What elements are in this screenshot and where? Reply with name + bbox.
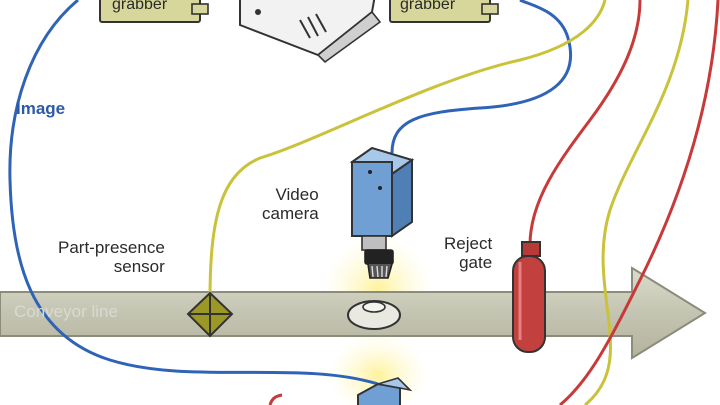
part-on-conveyor [347,300,401,330]
video-camera-label: Video camera [262,185,319,224]
part-top [362,301,386,313]
part-presence-sensor-label: Part-presence sensor [58,238,165,277]
blue-image-cable [8,0,379,386]
blue-camera-cable [390,0,573,154]
image-label: Image [16,99,66,118]
red-reject-cable [528,0,642,246]
reject-gate-label: Reject gate [444,234,493,273]
yellow-sensor-cable [208,0,607,301]
grabber-label-right: grabber [400,0,456,13]
red-cable-bottom [268,393,283,405]
grabber-label-left: grabber [112,0,168,13]
lower-camera-icon [357,377,413,405]
conveyor-line-label: Conveyor line [14,302,118,321]
reject-gate-icon [512,241,546,353]
grabber-board-left [99,0,209,23]
computer-icon [239,0,382,64]
yellow-cable-right [584,0,690,405]
red-cable-right [559,0,720,405]
part-presence-sensor-icon [186,291,234,338]
video-camera-icon [349,146,415,279]
grabber-board-right [389,0,499,23]
